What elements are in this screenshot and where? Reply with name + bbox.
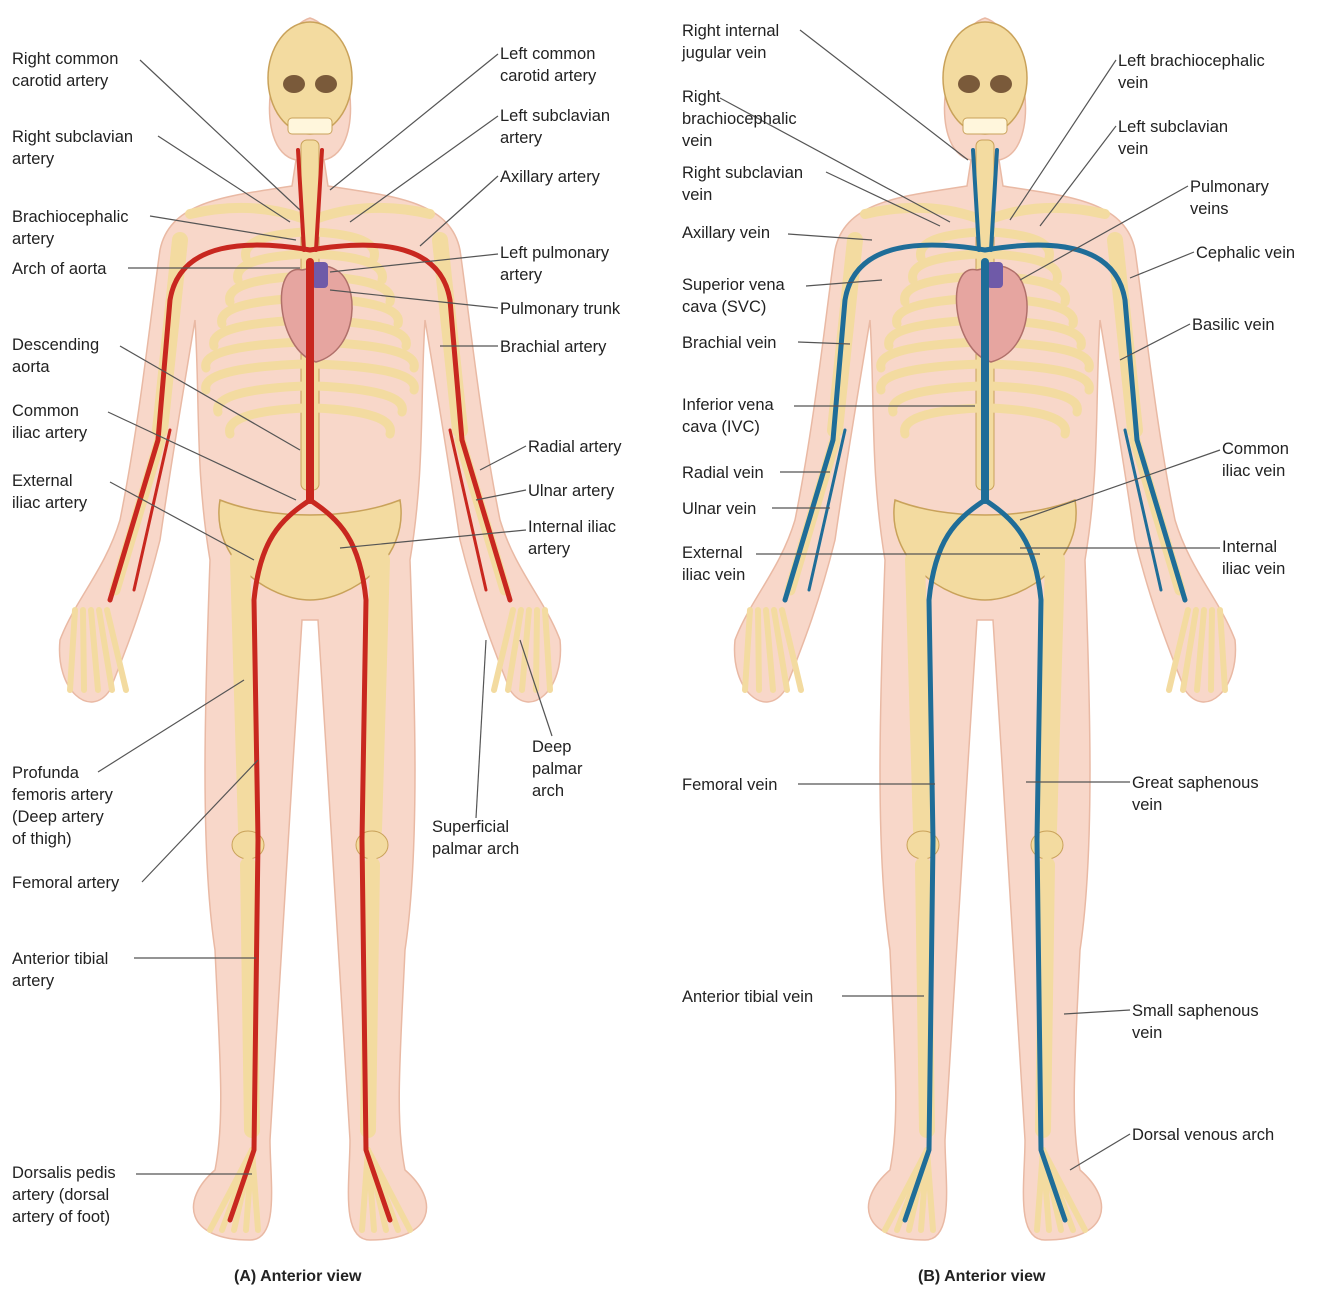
label-internal-iliac-vein: Internal iliac vein [1222, 536, 1285, 580]
leader-left-subclavian [350, 116, 498, 222]
vein-finger-right [758, 610, 759, 690]
label-superior-vena-cava: Superior vena cava (SVC) [682, 274, 785, 318]
label-ulnar-vein: Ulnar vein [682, 498, 756, 520]
vein-femur-right [915, 560, 923, 830]
label-femoral-artery: Femoral artery [12, 872, 119, 894]
label-anterior-tibial-vein: Anterior tibial vein [682, 986, 813, 1008]
label-cephalic-vein: Cephalic vein [1196, 242, 1295, 264]
artery-eye-socket-left [315, 75, 337, 93]
label-external-iliac-artery: External iliac artery [12, 470, 87, 514]
label-brachiocephalic-artery: Brachiocephalic artery [12, 206, 128, 250]
label-pulmonary-veins: Pulmonary veins [1190, 176, 1269, 220]
caption-panel-b: (B) Anterior view [918, 1268, 1045, 1286]
label-right-subclavian-artery: Right subclavian artery [12, 126, 133, 170]
label-axillary-artery: Axillary artery [500, 166, 600, 188]
label-internal-iliac-artery: Internal iliac artery [528, 516, 616, 560]
label-left-common-carotid-artery: Left common carotid artery [500, 43, 596, 87]
label-descending-aorta: Descending aorta [12, 334, 99, 378]
artery-finger-left [536, 610, 537, 690]
label-deep-palmar-arch: Deep palmar arch [532, 736, 582, 802]
vein-tibia-right [923, 865, 927, 1130]
label-great-saphenous-vein: Great saphenous vein [1132, 772, 1259, 816]
caption-panel-a: (A) Anterior view [234, 1268, 361, 1286]
label-small-saphenous-vein: Small saphenous vein [1132, 1000, 1259, 1044]
artery-heart-vessel [312, 262, 328, 288]
figure-arterial-system [60, 18, 561, 1240]
label-right-common-carotid-artery: Right common carotid artery [12, 48, 118, 92]
label-basilic-vein: Basilic vein [1192, 314, 1275, 336]
label-radial-artery: Radial artery [528, 436, 622, 458]
artery-femur-right [240, 560, 248, 830]
label-profunda-femoris-artery: Profunda femoris artery (Deep artery of … [12, 762, 113, 850]
label-left-brachiocephalic-vein: Left brachiocephalic vein [1118, 50, 1265, 94]
label-right-internal-jugular-vein: Right internal jugular vein [682, 20, 779, 64]
label-anterior-tibial-artery: Anterior tibial artery [12, 948, 108, 992]
label-inferior-vena-cava: Inferior vena cava (IVC) [682, 394, 774, 438]
leader-left-common-carotid [330, 54, 498, 190]
label-radial-vein: Radial vein [682, 462, 764, 484]
leader-right-internal-jugular [800, 30, 968, 160]
label-external-iliac-vein: External iliac vein [682, 542, 745, 586]
artery-femur-left [372, 560, 380, 830]
label-femoral-vein: Femoral vein [682, 774, 777, 796]
label-axillary-vein: Axillary vein [682, 222, 770, 244]
label-brachial-artery: Brachial artery [500, 336, 606, 358]
leader-superficial-palmar-arch [476, 640, 486, 818]
artery-finger-right [83, 610, 84, 690]
label-superficial-palmar-arch: Superficial palmar arch [432, 816, 519, 860]
label-ulnar-artery: Ulnar artery [528, 480, 614, 502]
artery-jaw [288, 118, 332, 134]
artery-skull [268, 22, 352, 134]
vein-skull [943, 22, 1027, 134]
vein-eye-socket-right [958, 75, 980, 93]
label-left-subclavian-vein: Left subclavian vein [1118, 116, 1228, 160]
vein-femur-left [1047, 560, 1055, 830]
leader-dorsal-venous-arch [1070, 1134, 1130, 1170]
label-common-iliac-vein: Common iliac vein [1222, 438, 1289, 482]
vein-tibia-left [1043, 865, 1047, 1130]
artery-tibia-right [248, 865, 252, 1130]
artery-tibia-left [368, 865, 372, 1130]
vein-heart-vessel [987, 262, 1003, 288]
label-right-brachiocephalic-vein: Right brachiocephalic vein [682, 86, 797, 152]
label-left-subclavian-artery: Left subclavian artery [500, 105, 610, 149]
label-brachial-vein: Brachial vein [682, 332, 776, 354]
label-pulmonary-trunk: Pulmonary trunk [500, 298, 620, 320]
vein-finger-left [1211, 610, 1212, 690]
label-arch-of-aorta: Arch of aorta [12, 258, 106, 280]
vein-jaw [963, 118, 1007, 134]
vein-eye-socket-left [990, 75, 1012, 93]
label-dorsalis-pedis-artery: Dorsalis pedis artery (dorsal artery of … [12, 1162, 116, 1228]
label-right-subclavian-vein: Right subclavian vein [682, 162, 803, 206]
label-dorsal-venous-arch: Dorsal venous arch [1132, 1124, 1274, 1146]
leader-cephalic-vein [1130, 252, 1194, 278]
label-common-iliac-artery: Common iliac artery [12, 400, 87, 444]
artery-eye-socket-right [283, 75, 305, 93]
label-left-pulmonary-artery: Left pulmonary artery [500, 242, 609, 286]
